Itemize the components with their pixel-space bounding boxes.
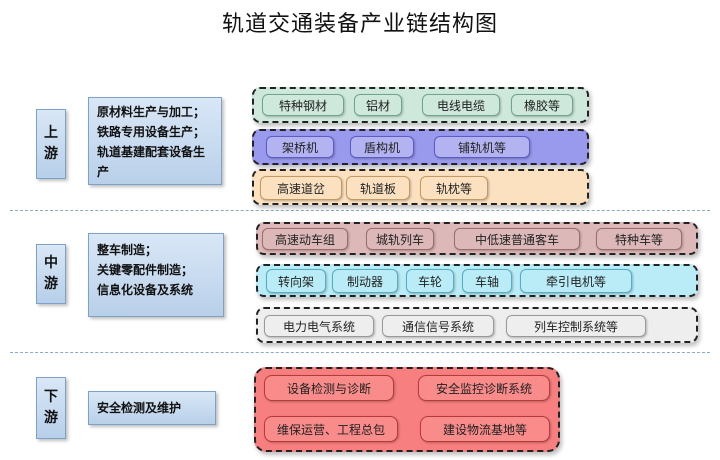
stage-label-upstream: 上 游 [36,109,66,179]
chip: 轨道板 [346,176,410,200]
chip: 高速动车组 [262,228,348,250]
chip: 城轨列车 [366,228,434,250]
chip: 车轮 [406,269,454,293]
chip: 制动器 [332,269,398,293]
chip: 盾构机 [350,136,414,158]
chip: 牵引电机等 [520,269,632,293]
stage-char: 上 [44,125,58,141]
chip: 设备检测与诊断 [264,375,394,401]
stage-label-downstream: 下 游 [36,377,66,439]
diagram-title: 轨道交通装备产业链结构图 [221,12,498,37]
chip: 轨枕等 [420,176,488,200]
chip: 建设物流基地等 [420,416,550,442]
group-maintenance-services: 设备检测与诊断 安全监控诊断系统 维保运营、工程总包 建设物流基地等 [254,367,560,452]
stage-label-midstream: 中 游 [36,244,66,304]
chip: 电线电缆 [422,94,500,116]
chip: 特种钢材 [262,94,344,116]
group-rail-infrastructure: 高速道岔 轨道板 轨枕等 [252,169,589,205]
chip: 通信信号系统 [382,315,494,337]
chip: 维保运营、工程总包 [264,416,398,442]
chip: 安全监控诊断系统 [418,375,550,401]
stage-desc-upstream: 原材料生产与加工； 铁路专用设备生产； 轨道基建配套设备生 产 [88,97,222,185]
group-key-parts: 转向架 制动器 车轮 车轴 牵引电机等 [256,264,698,297]
chip: 铺轨机等 [434,136,530,158]
desc-line: 原材料生产与加工； [97,105,206,119]
stage-char: 中 [44,255,58,271]
group-raw-materials: 特种钢材 铝材 电线电缆 橡胶等 [252,87,589,123]
section-divider-lower [10,352,710,353]
stage-desc-midstream: 整车制造； 关键零配件制造； 信息化设备及系统 [88,233,224,317]
chip: 橡胶等 [511,94,573,116]
chip: 电力电气系统 [264,315,374,337]
desc-line: 安全检测及维护 [97,401,182,415]
desc-line: 产 [97,165,110,179]
desc-line: 轨道基建配套设备生 [97,145,206,159]
chip: 架桥机 [266,136,334,158]
desc-line: 铁路专用设备生产； [97,125,206,139]
desc-line: 整车制造； [97,243,158,257]
chip: 列车控制系统等 [506,315,646,337]
chip: 转向架 [266,269,326,293]
chip: 中低速普通客车 [454,228,580,250]
stage-char: 下 [44,389,58,405]
chip: 铝材 [354,94,402,116]
group-information-systems: 电力电气系统 通信信号系统 列车控制系统等 [256,307,698,343]
stage-char: 游 [44,146,58,162]
chip: 特种车等 [596,228,682,250]
chip: 车轴 [462,269,512,293]
section-divider-upper [10,210,710,211]
stage-char: 游 [44,410,58,426]
desc-line: 关键零配件制造； [97,263,194,277]
chip: 高速道岔 [260,176,342,200]
group-special-equipment: 架桥机 盾构机 铺轨机等 [252,129,589,165]
group-complete-vehicles: 高速动车组 城轨列车 中低速普通客车 特种车等 [256,222,698,255]
stage-char: 游 [44,276,58,292]
stage-desc-downstream: 安全检测及维护 [88,391,216,425]
desc-line: 信息化设备及系统 [97,283,194,297]
